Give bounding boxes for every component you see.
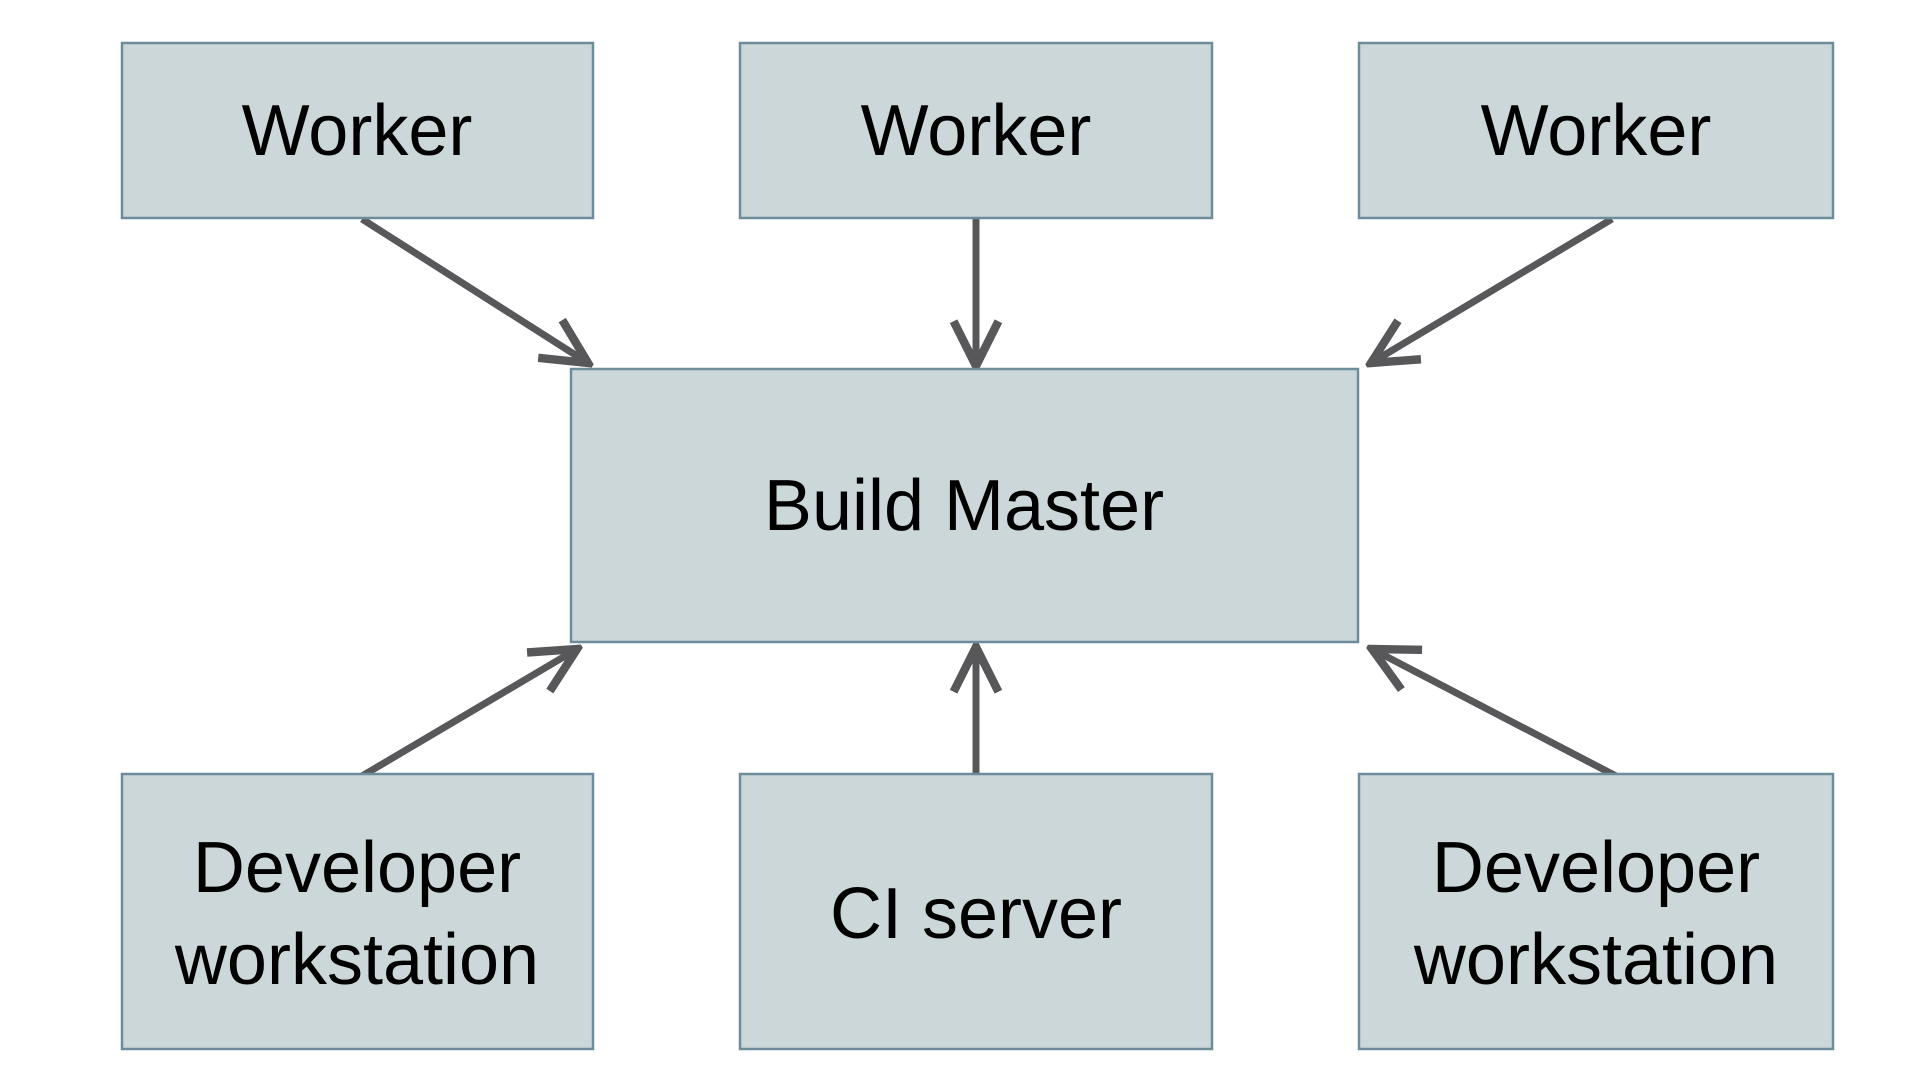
build-master-label: Build Master — [764, 466, 1164, 546]
dev-workstation-right-label-line2: workstation — [1413, 920, 1778, 1000]
dev-workstation-left-label-line1: Developer — [193, 828, 521, 908]
dev-workstation-left-box — [120, 772, 595, 1051]
worker-3-label: Worker — [1481, 91, 1712, 171]
worker-2-box — [738, 41, 1214, 220]
ci-server-box — [738, 772, 1214, 1051]
dev-workstation-left-label-line2: workstation — [174, 920, 539, 1000]
arrow-dev-workstation-left-to-build-master — [360, 649, 577, 780]
ci-server-label: CI server — [830, 874, 1122, 954]
dev-workstation-right-box — [1357, 772, 1835, 1051]
node-dev-workstation-right: Developer workstation — [1357, 772, 1835, 1051]
arrow-dev-workstation-right-to-build-master — [1372, 649, 1618, 780]
worker-1-label: Worker — [242, 91, 473, 171]
node-worker-1: Worker — [120, 41, 595, 220]
worker-2-label: Worker — [861, 91, 1092, 171]
node-worker-3: Worker — [1357, 41, 1835, 220]
worker-1-box — [120, 41, 595, 220]
node-build-master: Build Master — [569, 367, 1360, 644]
dev-workstation-right-label-line1: Developer — [1432, 828, 1760, 908]
node-worker-2: Worker — [738, 41, 1214, 220]
build-master-box — [569, 367, 1360, 644]
worker-3-box — [1357, 41, 1835, 220]
node-ci-server: CI server — [738, 772, 1214, 1051]
arrow-worker-1-to-build-master — [360, 216, 588, 363]
arrow-worker-3-to-build-master — [1371, 215, 1614, 363]
node-dev-workstation-left: Developer workstation — [120, 772, 595, 1051]
